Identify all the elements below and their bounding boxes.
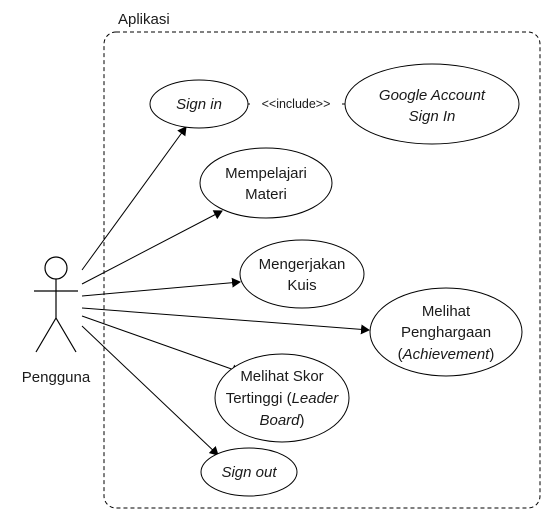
penghargaan-label-line1: Melihat xyxy=(422,303,471,320)
skor-close-paren: ) xyxy=(300,412,305,429)
sign-in-label: Sign in xyxy=(176,96,222,113)
assoc-kuis xyxy=(81,277,241,297)
skor-leader: Leader xyxy=(292,390,340,407)
assoc-sign-out xyxy=(81,325,219,456)
skor-board: Board xyxy=(259,412,300,429)
penghargaan-close-paren: ) xyxy=(489,346,494,363)
actor-figure xyxy=(34,256,78,353)
system-boundary xyxy=(103,31,541,509)
assoc-materi xyxy=(81,210,223,285)
include-label: <<include>> xyxy=(262,97,331,111)
materi-label-line1: Mempelajari xyxy=(225,165,307,182)
skor-tertinggi: Tertinggi ( xyxy=(226,390,292,407)
associations xyxy=(81,126,370,456)
use-case-melihat-penghargaan xyxy=(369,287,523,377)
materi-label-line2: Materi xyxy=(245,186,287,203)
use-case-mempelajari-materi xyxy=(199,147,333,219)
use-case-mengerjakan-kuis xyxy=(239,239,365,309)
sign-out-label: Sign out xyxy=(221,464,277,481)
use-case-melihat-skor xyxy=(214,353,350,443)
assoc-penghargaan xyxy=(81,307,370,335)
skor-label-line1: Melihat Skor xyxy=(240,368,323,385)
kuis-label-line1: Mengerjakan xyxy=(259,256,346,273)
use-case-sign-in xyxy=(149,79,249,129)
include-label-bg xyxy=(250,95,342,112)
actor-label: Pengguna xyxy=(22,369,91,386)
kuis-label-line2: Kuis xyxy=(287,277,316,294)
assoc-sign-in xyxy=(81,126,187,271)
system-label: Aplikasi xyxy=(118,11,170,28)
google-label-line1: Google Account xyxy=(379,87,486,104)
penghargaan-label-line3: (Achievement) xyxy=(398,346,495,363)
assoc-skor xyxy=(81,315,241,375)
skor-label-line3: Board) xyxy=(259,412,304,429)
penghargaan-label-line2: Penghargaan xyxy=(401,324,491,341)
google-label-line2: Sign In xyxy=(409,108,456,125)
penghargaan-open-paren: ( xyxy=(398,346,403,363)
penghargaan-achievement: Achievement xyxy=(402,346,491,363)
use-case-sign-out xyxy=(200,447,298,497)
use-case-google-sign-in xyxy=(344,63,520,145)
skor-label-line2: Tertinggi (Leader xyxy=(226,390,340,407)
